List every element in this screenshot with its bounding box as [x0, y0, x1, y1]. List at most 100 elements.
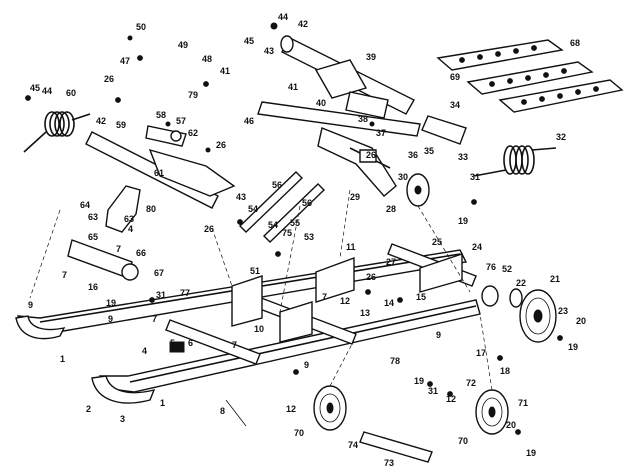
callouts: 50 44 42 45 43 49 47 48 41 79 39 41 68 6…	[28, 12, 586, 468]
callout-30: 30	[398, 172, 408, 182]
callout-64: 64	[80, 200, 90, 210]
callout-70: 70	[294, 428, 304, 438]
wheel-33	[406, 173, 430, 207]
callout-12: 12	[446, 394, 456, 404]
callout-31: 31	[470, 172, 480, 182]
callout-54: 54	[268, 220, 278, 230]
wheels	[313, 173, 557, 435]
callout-6: 6	[188, 338, 193, 348]
callout-69: 69	[450, 72, 460, 82]
callout-44: 44	[42, 86, 52, 96]
callout-12: 12	[340, 296, 350, 306]
callout-73: 73	[384, 458, 394, 468]
callout-31: 31	[428, 386, 438, 396]
callout-9: 9	[436, 330, 441, 340]
callout-50: 50	[136, 22, 146, 32]
callout-48: 48	[202, 54, 212, 64]
callout-19: 19	[414, 376, 424, 386]
callout-5: 5	[170, 338, 175, 348]
callout-15: 15	[416, 292, 426, 302]
callout-14: 14	[384, 298, 394, 308]
callout-19: 19	[568, 342, 578, 352]
callout-77: 77	[180, 288, 190, 298]
callout-20: 20	[576, 316, 586, 326]
callout-46: 46	[244, 116, 254, 126]
callout-7: 7	[62, 270, 67, 280]
callout-47: 47	[120, 56, 130, 66]
callout-19: 19	[458, 216, 468, 226]
callout-16: 16	[88, 282, 98, 292]
callout-10: 10	[254, 324, 264, 334]
callout-41: 41	[288, 82, 298, 92]
center-swing-arm	[317, 127, 397, 197]
callout-8: 8	[220, 406, 225, 416]
callout-59: 59	[116, 120, 126, 130]
callout-62: 62	[188, 128, 198, 138]
callout-38: 38	[358, 114, 368, 124]
callout-19: 19	[106, 298, 116, 308]
callout-18: 18	[500, 366, 510, 376]
callout-72: 72	[466, 378, 476, 388]
callout-51: 51	[250, 266, 260, 276]
callout-3: 3	[120, 414, 125, 424]
callout-22: 22	[516, 278, 526, 288]
callout-9: 9	[108, 314, 113, 324]
callout-41: 41	[220, 66, 230, 76]
callout-4: 4	[142, 346, 147, 356]
callout-36: 36	[408, 150, 418, 160]
front-torsion-spring	[23, 111, 91, 153]
callout-42: 42	[298, 19, 308, 29]
callout-53: 53	[304, 232, 314, 242]
callout-42: 42	[96, 116, 106, 126]
callout-7: 7	[232, 340, 237, 350]
rear-arm-shaft	[280, 35, 415, 119]
rail-brackets	[231, 253, 463, 343]
callout-26: 26	[104, 74, 114, 84]
callout-29: 29	[350, 192, 360, 202]
rear-shaft-assembly	[257, 101, 557, 177]
callout-2: 2	[86, 404, 91, 414]
callout-1: 1	[160, 398, 165, 408]
callout-7: 7	[322, 292, 327, 302]
callout-9: 9	[28, 300, 33, 310]
callout-52: 52	[502, 264, 512, 274]
slide-rails	[15, 249, 481, 404]
callout-61: 61	[154, 168, 164, 178]
callout-40: 40	[316, 98, 326, 108]
callout-43: 43	[264, 46, 274, 56]
callout-26: 26	[366, 272, 376, 282]
callout-23: 23	[558, 306, 568, 316]
callout-31: 31	[156, 290, 166, 300]
callout-78: 78	[390, 356, 400, 366]
callout-66: 66	[136, 248, 146, 258]
callout-12: 12	[286, 404, 296, 414]
callout-11: 11	[346, 242, 356, 252]
callout-9: 9	[304, 360, 309, 370]
callout-21: 21	[550, 274, 560, 284]
callout-43: 43	[236, 192, 246, 202]
callout-55: 55	[290, 218, 300, 228]
callout-7: 7	[116, 244, 121, 254]
callout-54: 54	[248, 204, 258, 214]
reference-lines	[29, 189, 493, 427]
callout-65: 65	[88, 232, 98, 242]
callout-63: 63	[124, 214, 134, 224]
wheel-70-left	[313, 385, 347, 431]
callout-25: 25	[432, 237, 442, 247]
callout-68: 68	[570, 38, 580, 48]
shocks	[239, 171, 325, 243]
callout-57: 57	[176, 116, 186, 126]
callout-33: 33	[458, 152, 468, 162]
callout-74: 74	[348, 440, 358, 450]
callout-4: 4	[128, 224, 133, 234]
callout-49: 49	[178, 40, 188, 50]
callout-80: 80	[146, 204, 156, 214]
callout-7: 7	[152, 314, 157, 324]
callout-24: 24	[472, 242, 482, 252]
callout-63: 63	[88, 212, 98, 222]
callout-32: 32	[556, 132, 566, 142]
callout-35: 35	[424, 146, 434, 156]
callout-45: 45	[244, 36, 254, 46]
callout-44: 44	[278, 12, 288, 22]
